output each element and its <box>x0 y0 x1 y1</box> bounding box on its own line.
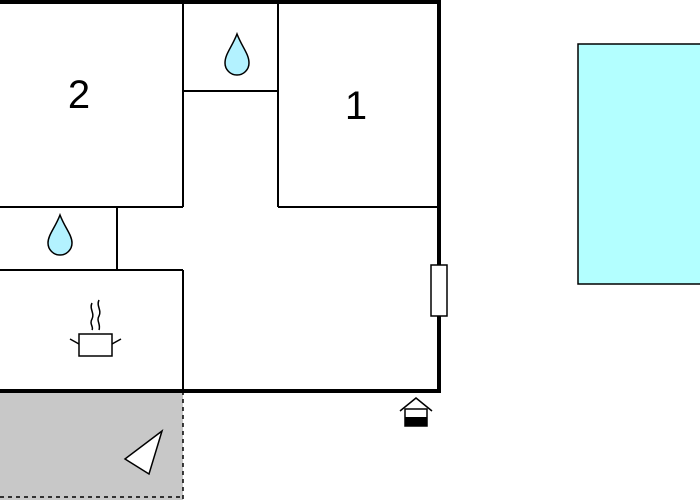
swimming-pool <box>577 43 700 285</box>
room-label-2: 2 <box>68 73 90 117</box>
cooking-pot-icon <box>69 299 122 357</box>
outer-wall <box>0 0 441 393</box>
window <box>430 264 448 317</box>
interior-walls <box>0 2 439 391</box>
entrance-icon <box>399 397 433 427</box>
water-drop-icon <box>224 31 250 76</box>
water-drop-icon <box>47 212 73 256</box>
room-label-1: 1 <box>345 84 367 128</box>
sun-lounger-icon <box>123 429 164 476</box>
